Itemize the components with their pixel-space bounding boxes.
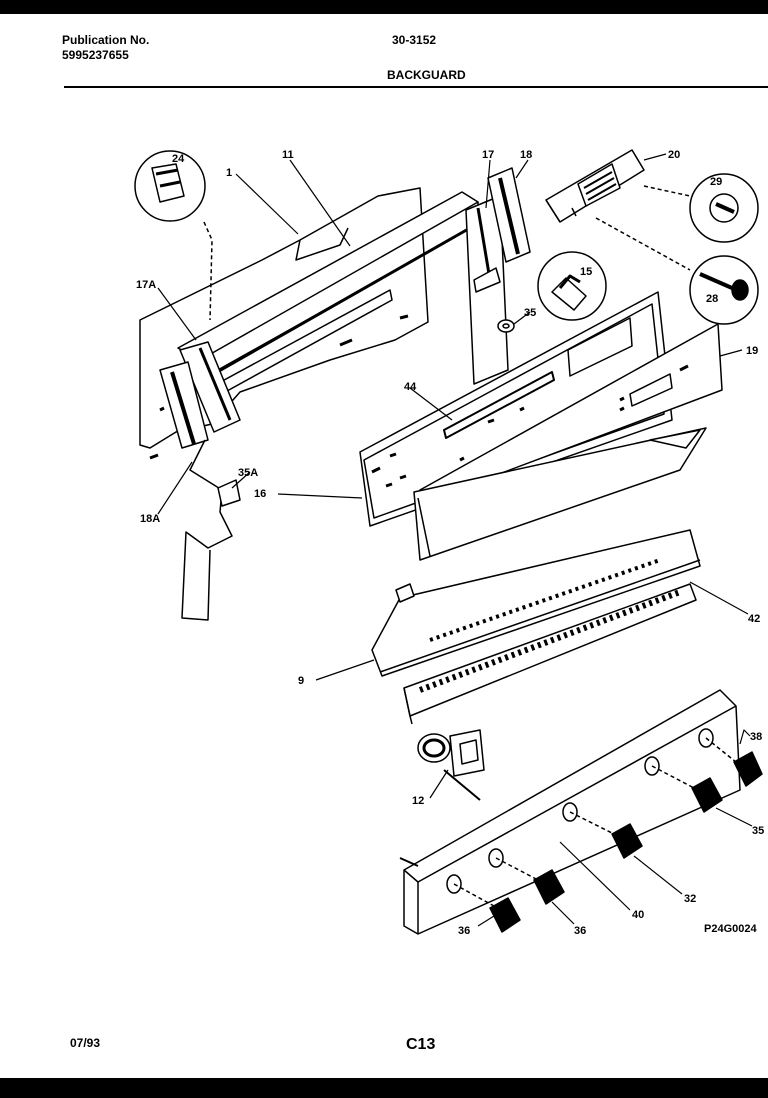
model-code: 30-3152 bbox=[392, 33, 437, 47]
callout-28: 28 bbox=[706, 293, 718, 305]
left-end-bracket bbox=[179, 341, 241, 433]
drawing-number: P24G0024 bbox=[704, 923, 757, 935]
knob-guide-lines bbox=[453, 737, 737, 907]
top-border-bar bbox=[0, 0, 768, 14]
callout-35-upper: 35 bbox=[524, 307, 536, 319]
callout-42: 42 bbox=[748, 613, 760, 625]
timer-detail-circle bbox=[595, 217, 759, 325]
callout-32: 32 bbox=[684, 893, 696, 905]
top-trim-bar bbox=[177, 191, 479, 397]
callout-18a: 18A bbox=[140, 513, 160, 525]
callout-19: 19 bbox=[746, 345, 758, 357]
page-code: C13 bbox=[406, 1036, 436, 1053]
callout-9: 9 bbox=[298, 675, 304, 687]
control-overlay bbox=[419, 317, 723, 501]
leader-lines bbox=[157, 153, 753, 927]
callout-35-lower: 35 bbox=[752, 825, 764, 837]
right-end-cap bbox=[487, 167, 531, 263]
callout-18: 18 bbox=[520, 149, 532, 161]
callout-20: 20 bbox=[668, 149, 680, 161]
callout-16: 16 bbox=[254, 488, 266, 500]
callout-38: 38 bbox=[750, 731, 762, 743]
burner-knobs bbox=[489, 751, 763, 933]
vent-panel bbox=[371, 529, 701, 677]
callout-36-left: 36 bbox=[458, 925, 470, 937]
section-title: BACKGUARD bbox=[387, 68, 466, 82]
header-rule bbox=[64, 86, 768, 88]
knob-detail-circle bbox=[643, 173, 759, 243]
vent-grille bbox=[403, 583, 697, 725]
grommet-upper bbox=[497, 319, 515, 333]
callout-40: 40 bbox=[632, 909, 644, 921]
thermostat bbox=[417, 729, 485, 801]
left-support-strip bbox=[181, 439, 241, 621]
callout-35a: 35A bbox=[238, 467, 258, 479]
lower-trim-panel bbox=[413, 427, 707, 561]
callout-24: 24 bbox=[172, 153, 185, 165]
switch-detail-circle bbox=[134, 150, 213, 321]
footer-date: 07/93 bbox=[70, 1036, 101, 1050]
callout-17a: 17A bbox=[136, 279, 156, 291]
clip-detail-circle bbox=[537, 251, 607, 321]
callout-1: 1 bbox=[226, 167, 232, 179]
publication-number: 5995237655 bbox=[62, 48, 129, 62]
right-side-bracket bbox=[465, 195, 509, 385]
callout-11: 11 bbox=[282, 149, 294, 161]
callout-36-right: 36 bbox=[574, 925, 586, 937]
callout-labels: 1 11 17 18 20 24 29 28 15 35 19 17A 44 3… bbox=[136, 149, 764, 937]
callout-29: 29 bbox=[710, 176, 722, 188]
clock-bracket bbox=[545, 149, 645, 223]
left-end-cap bbox=[159, 361, 209, 449]
callout-15: 15 bbox=[580, 266, 592, 278]
publication-label: Publication No. bbox=[62, 33, 150, 47]
callout-17: 17 bbox=[482, 149, 494, 161]
bottom-border-bar bbox=[0, 1078, 768, 1098]
callout-12: 12 bbox=[412, 795, 424, 807]
callout-44: 44 bbox=[404, 381, 417, 393]
